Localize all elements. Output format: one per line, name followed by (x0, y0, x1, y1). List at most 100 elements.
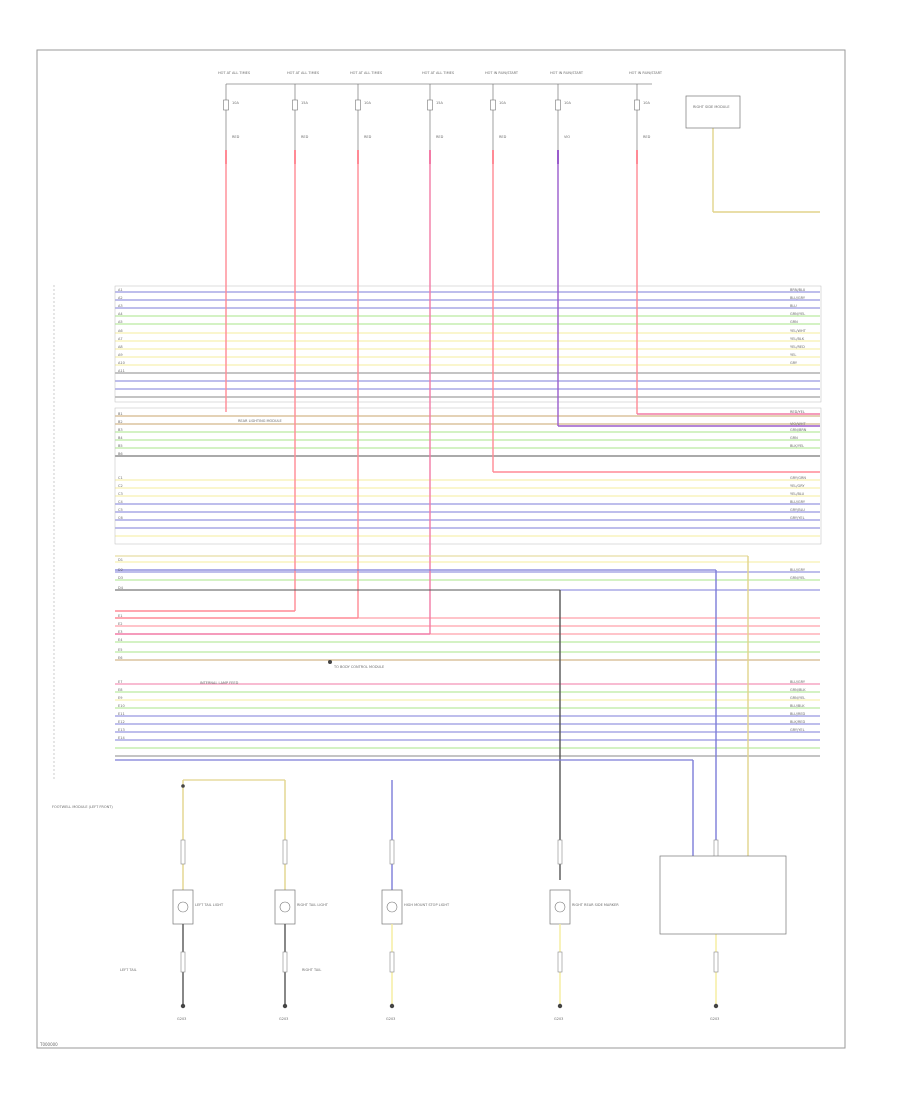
fuse-name: HOT AT ALL TIMES (350, 71, 383, 75)
fuse-wire-code: RED (436, 135, 444, 139)
splice-point (181, 784, 185, 788)
left-pin-label: C2 (118, 484, 123, 488)
main-module-label: FOOTWELL MODULE (LEFT FRONT) (52, 805, 113, 809)
left-pin-label: E10 (118, 704, 125, 708)
right-wire-label: BLU/BLK (790, 704, 805, 708)
right-wire-label: BLK/YEL (790, 444, 804, 448)
fuse-body (355, 99, 361, 111)
fuse-wire-code: RED (643, 135, 651, 139)
left-pin-label: E11 (118, 712, 125, 716)
ground-point (282, 1003, 288, 1009)
left-pin-label: A4 (118, 312, 123, 316)
ground-point (389, 1003, 395, 1009)
fuse-body (634, 99, 640, 111)
left-pin-label: A5 (118, 320, 123, 324)
left-pin-label: A11 (118, 369, 125, 373)
connector-plug (180, 839, 186, 865)
right-wire-label: GRY/GRN (790, 476, 806, 480)
left-pin-label: E14 (118, 736, 125, 740)
right-wire-label: BRN/BLU (790, 288, 806, 292)
ground-point (713, 1003, 719, 1009)
left-pin-label: E7 (118, 680, 122, 684)
ground-plug (389, 951, 395, 973)
left-pin-label: A7 (118, 337, 123, 341)
fuse-name: HOT AT ALL TIMES (218, 71, 251, 75)
lamp-bulb (554, 901, 566, 913)
left-pin-label: E9 (118, 696, 122, 700)
right-wire-label: YEL (790, 353, 796, 357)
left-pin-label: A9 (118, 353, 123, 357)
right-wire-label: BLU (790, 304, 797, 308)
left-pin-label: E3 (118, 630, 122, 634)
lamp-housing (381, 889, 403, 925)
fuse-name: HOT IN RUN/START (485, 71, 519, 75)
side-note: LEFT TAIL (120, 968, 137, 972)
fuse-body (427, 99, 433, 111)
connector-labels-left: A1A2A3A4A5A6A7A8A9A10A11B1B2B3B4B5B6C1C2… (118, 288, 125, 740)
right-wire-label: GRN/BRN (790, 428, 807, 432)
right-wire-label: YEL/BLU (790, 492, 805, 496)
right-wire-label: YEL/GRY (790, 484, 805, 488)
lamp-housing (172, 889, 194, 925)
left-pin-label: C1 (118, 476, 123, 480)
fuse-body (490, 99, 496, 111)
left-pin-label: E1 (118, 614, 122, 618)
ground-id: G203 (386, 1017, 395, 1021)
fuse-wire-code: RED (301, 135, 309, 139)
right-wire-label: BLK/RED (790, 720, 805, 724)
left-pin-label: B1 (118, 412, 123, 416)
right-wire-label: GRN/YEL (790, 312, 805, 316)
annotation-bcm: TO BODY CONTROL MODULE (333, 665, 384, 669)
fuse-wire-code: VIO (564, 135, 570, 139)
fuse-rating: 10A (364, 101, 371, 105)
right-wire-label: BLU/GRY (790, 296, 806, 300)
ground-plug (180, 951, 186, 973)
left-pin-label: D3 (118, 576, 123, 580)
connector-labels-right: BRN/BLU BLU/GRY BLU GRN/YEL GRN YEL/WHT YEL/BL… (790, 288, 807, 732)
right-wire-label: GRY/BLU (790, 508, 805, 512)
lamp-bulb (177, 901, 189, 913)
left-pin-label: E12 (118, 720, 125, 724)
fuse-body (223, 99, 229, 111)
right-wire-label: GRN/BLK (790, 688, 806, 692)
right-wire-label: GRN (790, 436, 798, 440)
side-module-label: RIGHT SIDE MODULE (693, 105, 730, 109)
vertical-wires (115, 128, 820, 635)
left-pin-label: E13 (118, 728, 125, 732)
right-wire-label: YEL/BLK (790, 337, 805, 341)
fuse-wire-code: RED (364, 135, 372, 139)
fuse-name: HOT IN RUN/START (629, 71, 663, 75)
right-wire-label: GRN/YEL (790, 576, 805, 580)
left-pin-label: B4 (118, 436, 123, 440)
lamp-housing (549, 889, 571, 925)
lamp-label: RIGHT TAIL LIGHT (297, 903, 329, 907)
fuse-rating: 10A (499, 101, 506, 105)
left-pin-label: E8 (118, 688, 122, 692)
ground-point (557, 1003, 563, 1009)
lamp-bulb (279, 901, 291, 913)
right-wire-label: GRY/YEL (790, 516, 805, 520)
left-pin-label: B6 (118, 452, 123, 456)
splice-point (328, 660, 332, 664)
fuse-rating: 10A (643, 101, 650, 105)
right-wire-label: BLU/GRY (790, 500, 806, 504)
left-pin-label: A8 (118, 345, 123, 349)
right-wire-label: RED/YEL (790, 410, 805, 414)
left-pin-label: C4 (118, 500, 123, 504)
right-wire-label: YEL/WHT (790, 329, 807, 333)
ground-point (180, 1003, 186, 1009)
right-wire-label: BLU/RED (790, 712, 806, 716)
right-wire-label: GRY (790, 361, 798, 365)
connector-plug (389, 839, 395, 865)
left-pin-label: A3 (118, 304, 123, 308)
ground-id: G203 (710, 1017, 719, 1021)
ground-plug (713, 951, 719, 973)
left-pin-label: C6 (118, 516, 123, 520)
lamp-label: RIGHT REAR SIDE MARKER (572, 903, 619, 907)
left-pin-label: B5 (118, 444, 123, 448)
diagram-border (36, 49, 846, 1049)
right-side-module-box (685, 95, 741, 129)
